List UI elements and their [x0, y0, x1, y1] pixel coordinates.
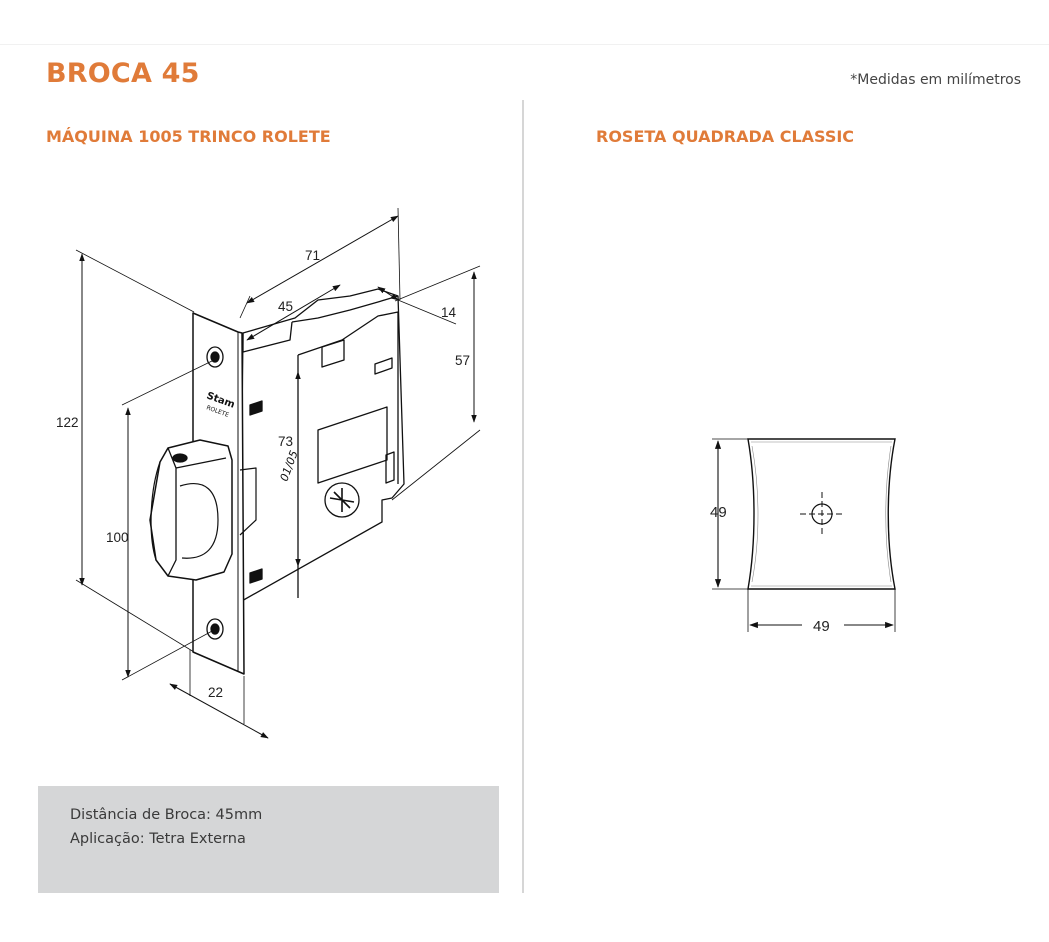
units-note: *Medidas em milímetros [850, 72, 1021, 88]
lock-case-body [239, 288, 405, 603]
top-rule [0, 44, 1049, 45]
crosshair-icon [800, 492, 844, 536]
left-dimension-labels: 71 45 14 57 122 73 100 22 [56, 248, 470, 700]
application-text: Aplicação: Tetra Externa [70, 831, 246, 847]
panel-divider [522, 100, 524, 893]
case-slot [385, 451, 395, 484]
dim-22-label: 22 [208, 685, 223, 700]
page-title: BROCA 45 [46, 58, 200, 89]
dim-57-label: 57 [455, 353, 470, 368]
case-slot [374, 357, 393, 375]
right-section-title: ROSETA QUADRADA CLASSIC [596, 127, 855, 146]
case-window [317, 406, 388, 484]
case-slot [249, 400, 263, 416]
rosette-height-label: 49 [710, 504, 727, 521]
roller-latch [149, 439, 233, 581]
case-clip [321, 339, 345, 368]
left-section-title: MÁQUINA 1005 TRINCO ROLETE [46, 127, 331, 146]
spindle-cross-icon [329, 488, 355, 512]
info-box: Distância de Broca: 45mm Aplicação: Tetr… [38, 786, 499, 893]
dim-71-label: 71 [305, 248, 320, 263]
dim-73-label: 73 [278, 434, 293, 449]
dim-45-label: 45 [278, 299, 293, 314]
dim-122-label: 122 [56, 415, 79, 430]
dim-14-label: 14 [441, 305, 457, 320]
rosette-width-label: 49 [813, 618, 830, 635]
case-slot [249, 568, 263, 584]
rosette-drawing [712, 438, 896, 632]
lock-mechanism-drawing [149, 288, 405, 675]
drill-distance-text: Distância de Broca: 45mm [70, 807, 263, 823]
dim-100-label: 100 [106, 530, 129, 545]
width-label-bg [802, 615, 844, 635]
left-dimension-lines [75, 207, 481, 739]
